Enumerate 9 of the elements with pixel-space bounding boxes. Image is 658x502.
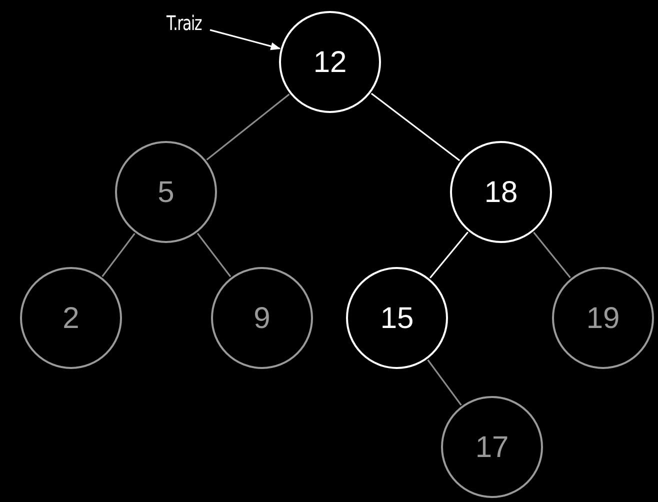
tree-edge (196, 232, 232, 278)
tree-edge (206, 94, 290, 160)
tree-edge (427, 359, 462, 406)
tree-edge (370, 92, 460, 162)
tree-edge (533, 232, 571, 278)
arrow (210, 29, 281, 50)
tree-edge (429, 232, 469, 278)
pointer-label: T.raiz (166, 8, 202, 38)
tree-edge (102, 233, 136, 277)
